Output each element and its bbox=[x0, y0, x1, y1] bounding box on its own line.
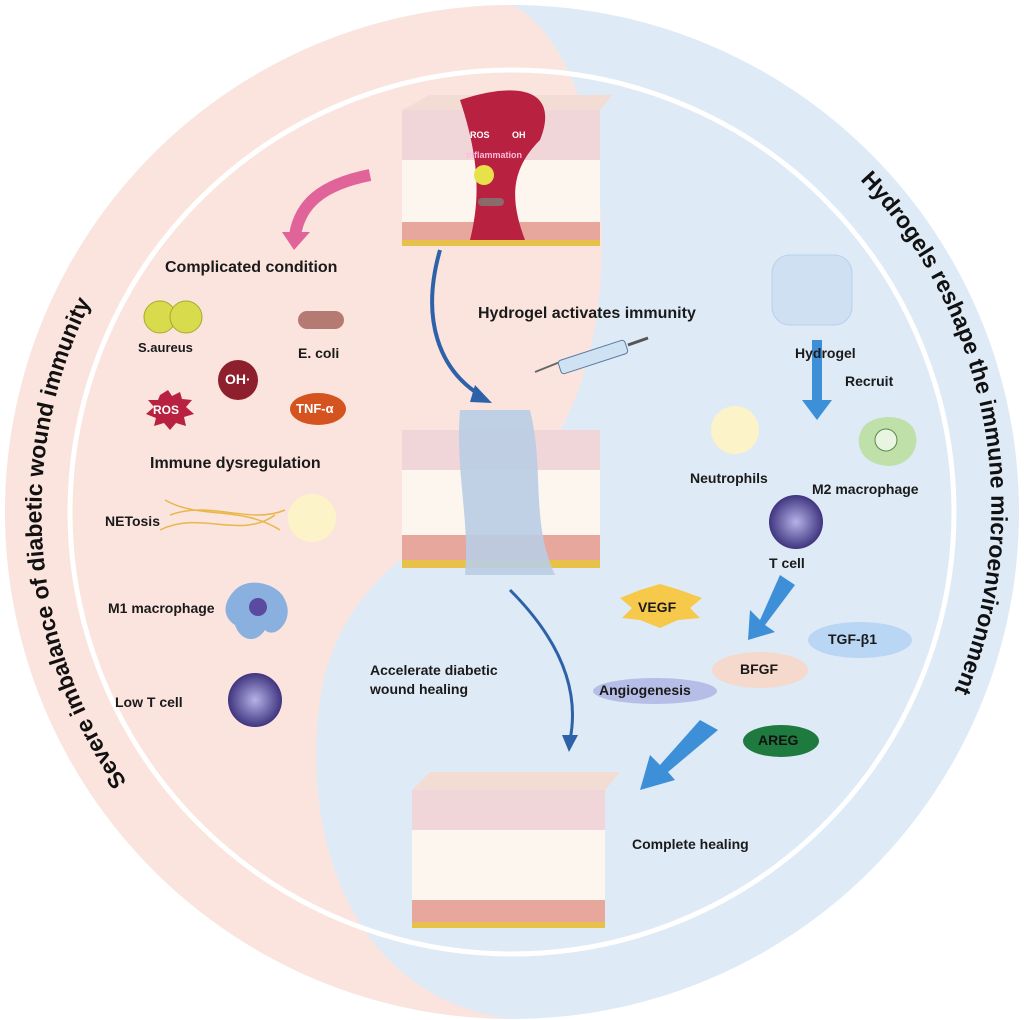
low-t-cell-label: Low T cell bbox=[115, 694, 183, 710]
ros-icon bbox=[146, 390, 194, 430]
activate-arrow-head bbox=[470, 385, 492, 403]
tcell-arrow bbox=[748, 575, 795, 640]
vegf-burst bbox=[620, 584, 702, 628]
pink-arrow-head bbox=[282, 232, 310, 250]
immune-dysregulation-heading: Immune dysregulation bbox=[150, 455, 321, 472]
neutrophil-icon bbox=[288, 494, 336, 542]
wound-oh: OH bbox=[512, 130, 526, 140]
wound-skin-block bbox=[402, 90, 612, 246]
healing-arrow bbox=[508, 588, 574, 741]
angiogenesis-label: Angiogenesis bbox=[599, 682, 691, 698]
e-coli-icon bbox=[298, 311, 344, 329]
m1-macrophage-label: M1 macrophage bbox=[108, 600, 215, 616]
vegf-label: VEGF bbox=[638, 599, 677, 615]
recruit-arrow bbox=[802, 340, 832, 420]
s-aureus-label: S.aureus bbox=[138, 340, 193, 355]
hydrogel-activates-label: Hydrogel activates immunity bbox=[478, 305, 696, 322]
bfgf-label: BFGF bbox=[740, 661, 779, 677]
activate-arrow bbox=[430, 249, 482, 397]
healed-skin-block bbox=[412, 772, 620, 928]
e-coli-label: E. coli bbox=[298, 345, 340, 361]
tgf-blob bbox=[808, 622, 912, 658]
wound-ros: ROS bbox=[470, 130, 490, 140]
angiogenesis-blob bbox=[593, 678, 717, 704]
inner-ring bbox=[67, 67, 957, 957]
m1-nucleus bbox=[249, 598, 267, 616]
accelerate-label-2: wound healing bbox=[370, 681, 468, 697]
areg-label: AREG bbox=[758, 732, 799, 748]
neutrophil-icon bbox=[711, 406, 759, 454]
ros-label: ROS bbox=[153, 403, 180, 417]
healing-blue-arrow bbox=[640, 720, 718, 790]
bfgf-blob bbox=[712, 652, 808, 688]
netosis-label: NETosis bbox=[105, 513, 160, 529]
accelerate-label-1: Accelerate diabetic bbox=[370, 662, 498, 678]
areg-blob bbox=[743, 725, 819, 757]
healing-arrow-head bbox=[562, 735, 578, 752]
oh-label: OH· bbox=[225, 371, 251, 387]
tgf-beta-label: TGF-β1 bbox=[828, 631, 877, 647]
t-cell-icon bbox=[769, 495, 823, 549]
recruit-label: Recruit bbox=[845, 373, 894, 389]
oh-radical-icon bbox=[218, 360, 258, 400]
pink-curved-arrow bbox=[289, 169, 372, 237]
tnf-alpha-icon bbox=[290, 393, 346, 425]
low-t-cell-icon bbox=[228, 673, 282, 727]
neutrophils-label: Neutrophils bbox=[690, 470, 768, 486]
netosis-icon bbox=[159, 499, 286, 531]
t-cell-label: T cell bbox=[769, 555, 805, 571]
hydrogel-label: Hydrogel bbox=[795, 345, 856, 361]
m2-nucleus bbox=[874, 428, 898, 452]
tnf-alpha-label: TNF-α bbox=[296, 401, 334, 416]
complicated-condition-heading: Complicated condition bbox=[165, 259, 338, 276]
syringe-icon bbox=[534, 336, 649, 375]
m2-macrophage-label: M2 macrophage bbox=[812, 481, 919, 497]
complete-healing-label: Complete healing bbox=[632, 836, 749, 852]
s-aureus-icon bbox=[169, 300, 203, 334]
hydrogel-icon bbox=[771, 254, 853, 326]
wound-inflammation: Inflammation bbox=[466, 150, 523, 160]
hydrogel-skin-block bbox=[402, 410, 600, 575]
